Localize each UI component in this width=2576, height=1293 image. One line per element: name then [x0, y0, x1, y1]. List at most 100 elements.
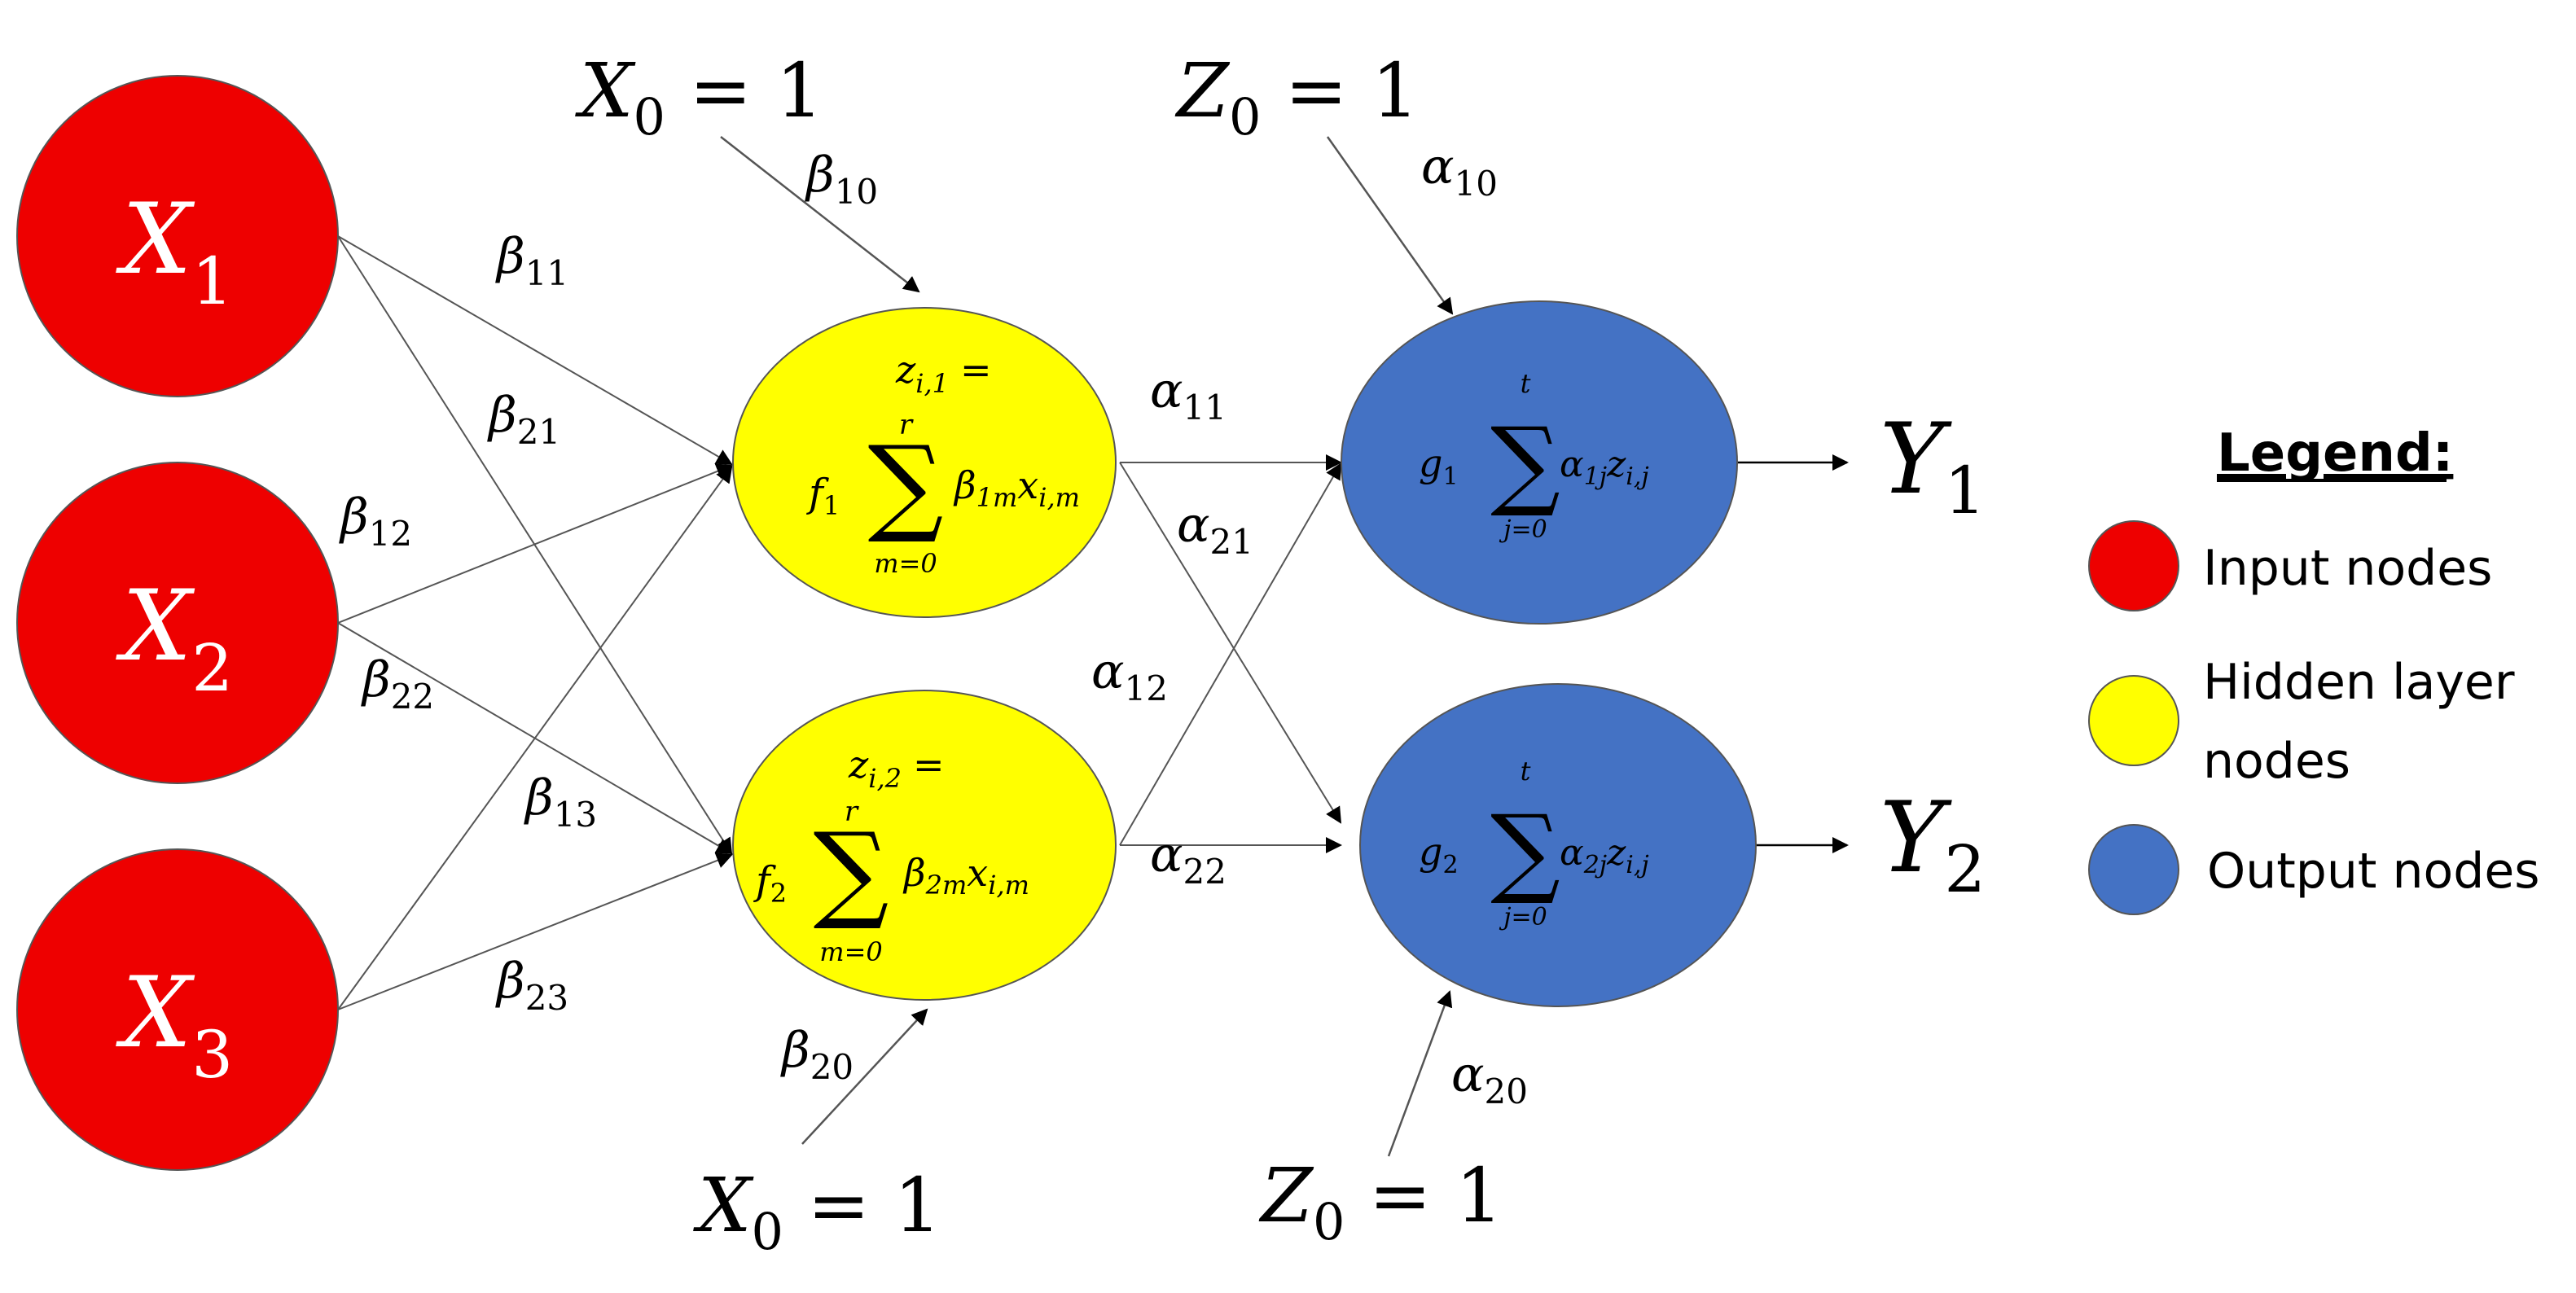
weight-label-beta11: β11 [495, 228, 568, 293]
output-node-1-func: g [1419, 441, 1442, 485]
output-node-1-term: z [1606, 444, 1626, 485]
hidden-node-2-func-sub: 2 [770, 878, 787, 909]
weight-label-beta11-sub: 11 [525, 253, 568, 293]
output-node-1-sigma: ∑ [1490, 407, 1560, 520]
weight-label-alpha12-sub: 12 [1125, 668, 1168, 708]
output-node-2-coef: α [1560, 832, 1584, 874]
weight-label-alpha20-sub: 20 [1485, 1072, 1528, 1111]
hidden-node-2-coef-sub: 2m [925, 870, 968, 901]
svg-text:g1: g1 [1419, 441, 1459, 491]
bias-label-x0-bottom-rest: = 1 [783, 1162, 941, 1249]
hidden-node-1-term-sub: i,m [1038, 482, 1080, 513]
svg-text:X2: X2 [116, 570, 233, 706]
hidden-node-2-term: x [967, 851, 988, 895]
weight-label-beta23: β23 [495, 953, 568, 1018]
svg-text:α2jzi,j: α2jzi,j [1560, 832, 1649, 879]
svg-text:β2mxi,m: β2mxi,m [902, 851, 1029, 901]
output-node-1-sum-bottom: j=0 [1499, 515, 1547, 544]
weight-label-alpha21-sub: 21 [1210, 522, 1253, 562]
weight-label-beta20-sub: 20 [810, 1047, 854, 1087]
weight-label-beta22-sub: 22 [391, 677, 434, 717]
edge-h2-o1 [1119, 462, 1342, 846]
weight-label-beta10-sym: β [805, 147, 835, 204]
svg-text:α1jzi,j: α1jzi,j [1560, 444, 1649, 491]
weight-label-beta23-sym: β [495, 953, 525, 1010]
weight-label-beta10-sub: 10 [835, 172, 878, 212]
bias-label-x0-bottom: X0 = 1 [693, 1162, 941, 1261]
weight-label-beta12-sym: β [339, 489, 369, 546]
weight-label-alpha10: α10 [1421, 138, 1498, 204]
legend-item-hidden: Hidden layer nodes [2088, 654, 2515, 790]
bias-label-z0-bottom: Z0 = 1 [1258, 1152, 1503, 1251]
edge-x2-h1 [337, 463, 733, 624]
output-y1-sub: 1 [1944, 453, 1986, 528]
legend: Legend: Input nodes Hidden layer nodes O… [2088, 423, 2540, 915]
hidden-node-2-lhs-var: z [848, 743, 869, 787]
hidden-output-edges [1119, 454, 1342, 853]
output-y2-sub: 2 [1944, 831, 1986, 907]
svg-text:X1: X1 [116, 183, 233, 319]
svg-text:g2: g2 [1419, 830, 1459, 879]
weight-label-alpha22: α22 [1150, 826, 1227, 892]
weight-label-beta12-sub: 12 [369, 514, 412, 554]
svg-text:zi,1=: zi,1= [895, 348, 992, 399]
hidden-node-1-coef: β [953, 463, 976, 507]
legend-label-input: Input nodes [2203, 540, 2492, 597]
bias-label-x0-bottom-sub: 0 [752, 1202, 783, 1261]
weight-label-beta13-sub: 13 [554, 795, 597, 835]
weight-label-alpha21: α21 [1177, 497, 1253, 562]
legend-label-output: Output nodes [2207, 843, 2540, 900]
input-node-3: X3 [16, 848, 339, 1171]
output-node-2: t ∑ j=0 g2 α2jzi,j [1359, 683, 1757, 1007]
hidden-node-2-coef: β [902, 851, 926, 895]
edge-x3-h2 [337, 853, 733, 1010]
weight-label-alpha10-sub: 10 [1455, 164, 1498, 204]
output-edges [1735, 454, 1849, 853]
bias-edges [720, 136, 1454, 1157]
edge-x1-h1 [337, 235, 733, 466]
input-node-1: X1 [16, 75, 339, 397]
weight-label-beta21-sub: 21 [517, 412, 560, 452]
bias-edge-x0-bottom [801, 1008, 928, 1145]
output-node-2-term: z [1606, 832, 1626, 874]
bias-label-z0-bottom-var: Z [1258, 1152, 1314, 1239]
legend-title: Legend: [2217, 423, 2453, 484]
hidden-node-1-term: x [1017, 463, 1038, 507]
hidden-node-2-lhs-sub: i,2 [868, 763, 902, 794]
bias-label-x0-top-var: X [575, 47, 636, 134]
bias-label-z0-top: Z0 = 1 [1174, 47, 1420, 147]
output-node-2-sigma: ∑ [1490, 795, 1560, 908]
output-y2-symbol: Y [1880, 782, 1952, 895]
hidden-node-1-sum-top: r [899, 409, 914, 441]
input-node-1-symbol: X [116, 183, 195, 296]
hidden-node-1-sum-bottom: m=0 [874, 548, 937, 579]
bias-label-z0-top-sub: 0 [1229, 87, 1261, 147]
edge-x3-h1 [337, 466, 733, 1010]
output-node-1-term-sub: i,j [1626, 462, 1648, 491]
hidden-node-2-sum-bottom: m=0 [819, 936, 883, 967]
bias-label-z0-bottom-sub: 0 [1313, 1192, 1345, 1251]
bias-edge-z0-bottom [1387, 990, 1453, 1157]
hidden-node-1-lhs-var: z [895, 348, 916, 392]
weight-label-beta21: β21 [487, 387, 560, 452]
weight-label-beta22: β22 [361, 651, 434, 717]
weight-label-alpha20-sym: α [1451, 1046, 1485, 1103]
hidden-node-1-equals: = [960, 348, 992, 392]
hidden-node-2-equals: = [913, 743, 945, 787]
weight-label-beta11-sym: β [495, 228, 525, 285]
output-node-1: t ∑ j=0 g1 α1jzi,j [1341, 300, 1738, 625]
legend-item-input: Input nodes [2088, 520, 2492, 611]
weight-labels: β10 β11 β21 β12 β22 β13 β23 β20 α10 α11 … [339, 138, 1528, 1111]
hidden-node-1-sigma: ∑ [868, 423, 944, 546]
bias-label-x0-top-rest: = 1 [665, 47, 823, 134]
legend-swatch-hidden [2088, 675, 2179, 766]
weight-label-alpha11-sub: 11 [1183, 388, 1227, 427]
input-node-2-sub: 2 [191, 630, 233, 706]
input-hidden-edges [337, 235, 733, 1010]
input-node-2-symbol: X [116, 570, 195, 683]
hidden-node-1: zi,1= r ∑ m=0 f1 β1mxi,m [732, 307, 1117, 618]
input-node-3-symbol: X [116, 957, 195, 1070]
output-node-1-sum-top: t [1521, 368, 1531, 399]
weight-label-alpha10-sym: α [1421, 138, 1455, 195]
output-node-2-func-sub: 2 [1442, 851, 1458, 879]
